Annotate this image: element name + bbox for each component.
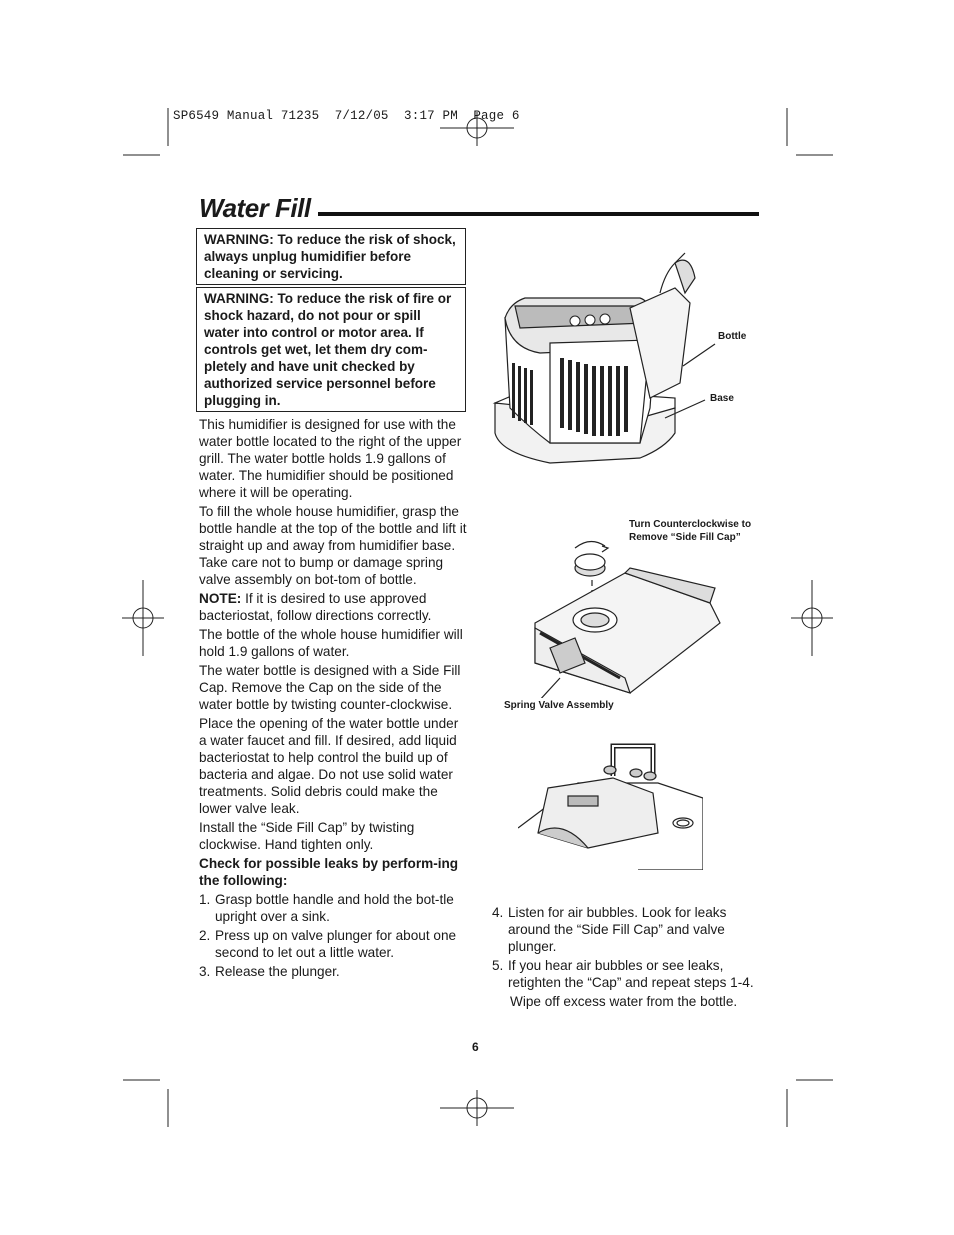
callout-base: Base: [710, 393, 734, 404]
leak-check-heading: Check for possible leaks by perform-ing …: [199, 856, 459, 888]
note-paragraph: NOTE: If it is desired to use approved b…: [199, 590, 467, 624]
print-header: SP6549 Manual 71235 7/12/05 3:17 PM Page…: [173, 109, 520, 123]
callout-turn-cap: Turn Counterclockwise to Remove “Side Fi…: [629, 519, 752, 543]
paragraph: To fill the whole house humidifier, gras…: [199, 504, 467, 587]
list-item: 4. Listen for air bubbles. Look for leaks…: [492, 904, 754, 955]
instructions-column: This humidifier is designed for use with…: [199, 416, 467, 982]
title-rule: [318, 212, 759, 216]
step-text: Grasp bottle handle and hold the bot-tle…: [215, 892, 454, 924]
bottle-cap-illustration: [534, 540, 721, 698]
step-text: If you hear air bubbles or see leaks, re…: [508, 958, 754, 990]
callout-spring-valve: Spring Valve Assembly: [504, 700, 614, 711]
paragraph: The water bottle is designed with a Side…: [199, 663, 461, 712]
callout-bottle: Bottle: [718, 331, 747, 342]
warning-box-shock: WARNING: To reduce the risk of shock, al…: [196, 228, 466, 285]
warning-box-fire: WARNING: To reduce the risk of fire or s…: [196, 287, 466, 412]
note-text: If it is desired to use approved bacteri…: [199, 591, 432, 623]
step-number: 5.: [492, 958, 504, 973]
step-number: 3.: [199, 964, 211, 979]
step-text: Release the plunger.: [215, 964, 340, 979]
paragraph: The bottle of the whole house humidifier…: [199, 627, 463, 659]
step-text: Listen for air bubbles. Look for leaks a…: [508, 905, 727, 954]
step-text: Press up on valve plunger for about one …: [215, 928, 457, 960]
step-number: 2.: [199, 928, 211, 943]
steps-list-left: 1. Grasp bottle handle and hold the bot-t…: [199, 891, 467, 980]
list-item: 1. Grasp bottle handle and hold the bot-t…: [199, 891, 467, 925]
page-number: 6: [472, 1040, 479, 1054]
list-item: 3. Release the plunger.: [199, 963, 467, 980]
warning-text: WARNING: To reduce the risk of shock, al…: [204, 232, 456, 281]
list-item: 2. Press up on valve plunger for about on…: [199, 927, 467, 961]
steps-list-right: 4. Listen for air bubbles. Look for leaks…: [492, 904, 754, 991]
steps-column-right: 4. Listen for air bubbles. Look for leaks…: [492, 904, 754, 1010]
page-title: Water Fill: [199, 193, 311, 223]
list-item: 5. If you hear air bubbles or see leaks, …: [492, 957, 754, 991]
paragraph: Install the “Side Fill Cap” by twisting …: [199, 820, 415, 852]
warning-text: WARNING: To reduce the risk of fire or s…: [204, 291, 452, 408]
closing-text: Wipe off excess water from the bottle.: [510, 994, 738, 1009]
valve-test-illustration: [518, 743, 703, 870]
step-number: 4.: [492, 905, 504, 920]
step-number: 1.: [199, 892, 211, 907]
paragraph: Place the opening of the water bottle un…: [199, 716, 459, 816]
humidifier-illustration: [492, 252, 716, 464]
note-label: NOTE:: [199, 591, 242, 606]
paragraph: This humidifier is designed for use with…: [199, 417, 462, 500]
